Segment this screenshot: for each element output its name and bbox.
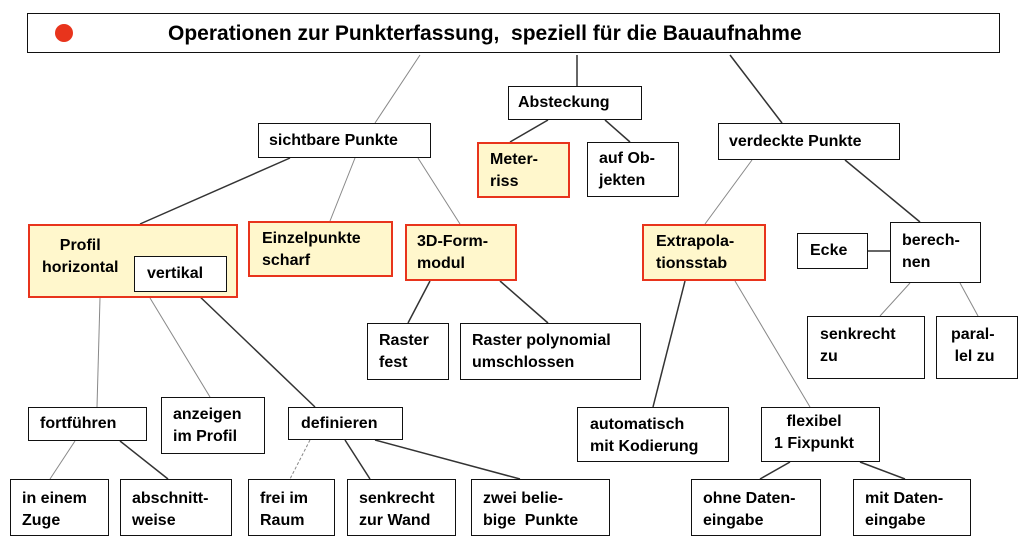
node-definieren-label: definieren: [301, 415, 378, 432]
node-anzeigen-im-profil: anzeigen im Profil: [161, 397, 265, 454]
node-raster-polynomial-label: Raster polynomial umschlossen: [472, 332, 611, 371]
edge-flexibel-ohnedaten: [759, 461, 791, 480]
edge-sichtbare-einzelpunkte: [329, 157, 356, 222]
edge-berechnen-parallelzu: [959, 282, 979, 317]
node-zwei-beliebige-punkte-label: zwei belie- bige Punkte: [483, 490, 579, 529]
node-3d-formmodul-label: 3D-Form- modul: [417, 233, 489, 272]
node-berechnen: berech- nen: [890, 222, 981, 283]
node-berechnen-label: berech- nen: [902, 232, 960, 271]
node-senkrecht-zur-wand: senkrecht zur Wand: [347, 479, 456, 536]
edge-formmodul-rasterfest: [407, 280, 431, 324]
edge-berechnen-senkrechtzu: [879, 282, 911, 317]
node-ohne-dateneingabe-label: ohne Daten- eingabe: [703, 490, 796, 529]
node-meterriss: Meter- riss: [477, 142, 570, 198]
node-frei-im-raum: frei im Raum: [248, 479, 335, 536]
node-abschnittweise-label: abschnitt- weise: [132, 490, 209, 529]
node-parallel-zu: paral- lel zu: [936, 316, 1018, 379]
diagram-title-text: Operationen zur Punkterfassung, speziell…: [168, 22, 802, 45]
node-raster-fest-label: Raster fest: [379, 332, 429, 371]
bullet-dot-icon: [55, 24, 73, 42]
node-ohne-dateneingabe: ohne Daten- eingabe: [691, 479, 821, 536]
edge-vertikal-definieren: [194, 291, 316, 408]
edge-title-sichtbare: [374, 54, 421, 124]
node-frei-im-raum-label: frei im Raum: [260, 490, 309, 529]
node-flexibel: flexibel 1 Fixpunkt: [761, 407, 880, 462]
node-fortfuehren-label: fortführen: [40, 415, 117, 432]
diagram-title: Operationen zur Punkterfassung, speziell…: [27, 13, 1000, 53]
edge-title-verdeckte: [729, 54, 783, 124]
edge-extrapolation-automatisch: [652, 280, 686, 408]
node-vertikal: vertikal: [134, 256, 227, 292]
edge-formmodul-rasterpoly: [499, 280, 549, 324]
node-in-einem-zuge: in einem Zuge: [10, 479, 109, 536]
node-senkrecht-zu: senkrecht zu: [807, 316, 925, 379]
edge-sichtbare-profil: [139, 157, 291, 225]
node-absteckung: Absteckung: [508, 86, 642, 120]
edge-definieren-senkrechtwand: [344, 439, 371, 480]
edge-absteckung-meterriss: [509, 119, 549, 143]
node-vertikal-label: vertikal: [147, 265, 204, 282]
node-automatisch-label: automatisch mit Kodierung: [590, 416, 699, 455]
node-in-einem-zuge-label: in einem Zuge: [22, 490, 87, 529]
node-meterriss-label: Meter- riss: [490, 151, 539, 190]
node-verdeckte-punkte-label: verdeckte Punkte: [729, 133, 862, 150]
node-mit-dateneingabe-label: mit Daten- eingabe: [865, 490, 944, 529]
node-zwei-beliebige-punkte: zwei belie- bige Punkte: [471, 479, 610, 536]
node-absteckung-label: Absteckung: [518, 94, 610, 111]
node-definieren: definieren: [288, 407, 403, 440]
node-ecke: Ecke: [797, 233, 868, 269]
node-auf-objekten-label: auf Ob- jekten: [599, 150, 655, 189]
edge-fortfuehren-ineinem: [49, 440, 76, 480]
edge-sichtbare-formmodul: [417, 157, 461, 225]
node-einzelpunkte-scharf: Einzelpunkte scharf: [248, 221, 393, 277]
node-senkrecht-zur-wand-label: senkrecht zur Wand: [359, 490, 435, 529]
node-senkrecht-zu-label: senkrecht zu: [820, 326, 896, 365]
node-einzelpunkte-label: Einzelpunkte scharf: [262, 230, 361, 269]
node-anzeigen-label: anzeigen im Profil: [173, 406, 242, 445]
node-flexibel-label: flexibel 1 Fixpunkt: [774, 413, 855, 452]
node-sichtbare-punkte-label: sichtbare Punkte: [269, 132, 398, 149]
node-auf-objekten: auf Ob- jekten: [587, 142, 679, 197]
edge-verdeckte-extrapolation: [704, 159, 753, 225]
node-profil-label: Profil horizontal: [42, 237, 119, 276]
node-extrapolationsstab: Extrapola- tionsstab: [642, 224, 766, 281]
node-raster-fest: Raster fest: [367, 323, 449, 380]
edge-profil-anzeigen: [149, 297, 211, 398]
node-mit-dateneingabe: mit Daten- eingabe: [853, 479, 971, 536]
node-abschnittweise: abschnitt- weise: [120, 479, 232, 536]
edge-flexibel-mitdaten: [859, 461, 906, 480]
edge-absteckung-aufobjekten: [604, 119, 631, 143]
node-verdeckte-punkte: verdeckte Punkte: [718, 123, 900, 160]
node-3d-formmodul: 3D-Form- modul: [405, 224, 517, 281]
edge-fortfuehren-abschnitt: [119, 440, 169, 480]
node-parallel-zu-label: paral- lel zu: [951, 326, 995, 365]
edge-profil-fortfuehren: [96, 297, 101, 408]
node-ecke-label: Ecke: [810, 242, 848, 259]
node-fortfuehren: fortführen: [28, 407, 147, 441]
edge-definieren-freiimraum: [289, 439, 311, 480]
node-sichtbare-punkte: sichtbare Punkte: [258, 123, 431, 158]
node-raster-polynomial: Raster polynomial umschlossen: [460, 323, 641, 380]
node-extrapolationsstab-label: Extrapola- tionsstab: [656, 233, 735, 272]
node-automatisch: automatisch mit Kodierung: [577, 407, 729, 462]
edge-extrapolation-flexibel: [734, 280, 811, 408]
edge-definieren-zweibeliebige: [374, 439, 521, 480]
edge-verdeckte-berechnen: [844, 159, 921, 223]
